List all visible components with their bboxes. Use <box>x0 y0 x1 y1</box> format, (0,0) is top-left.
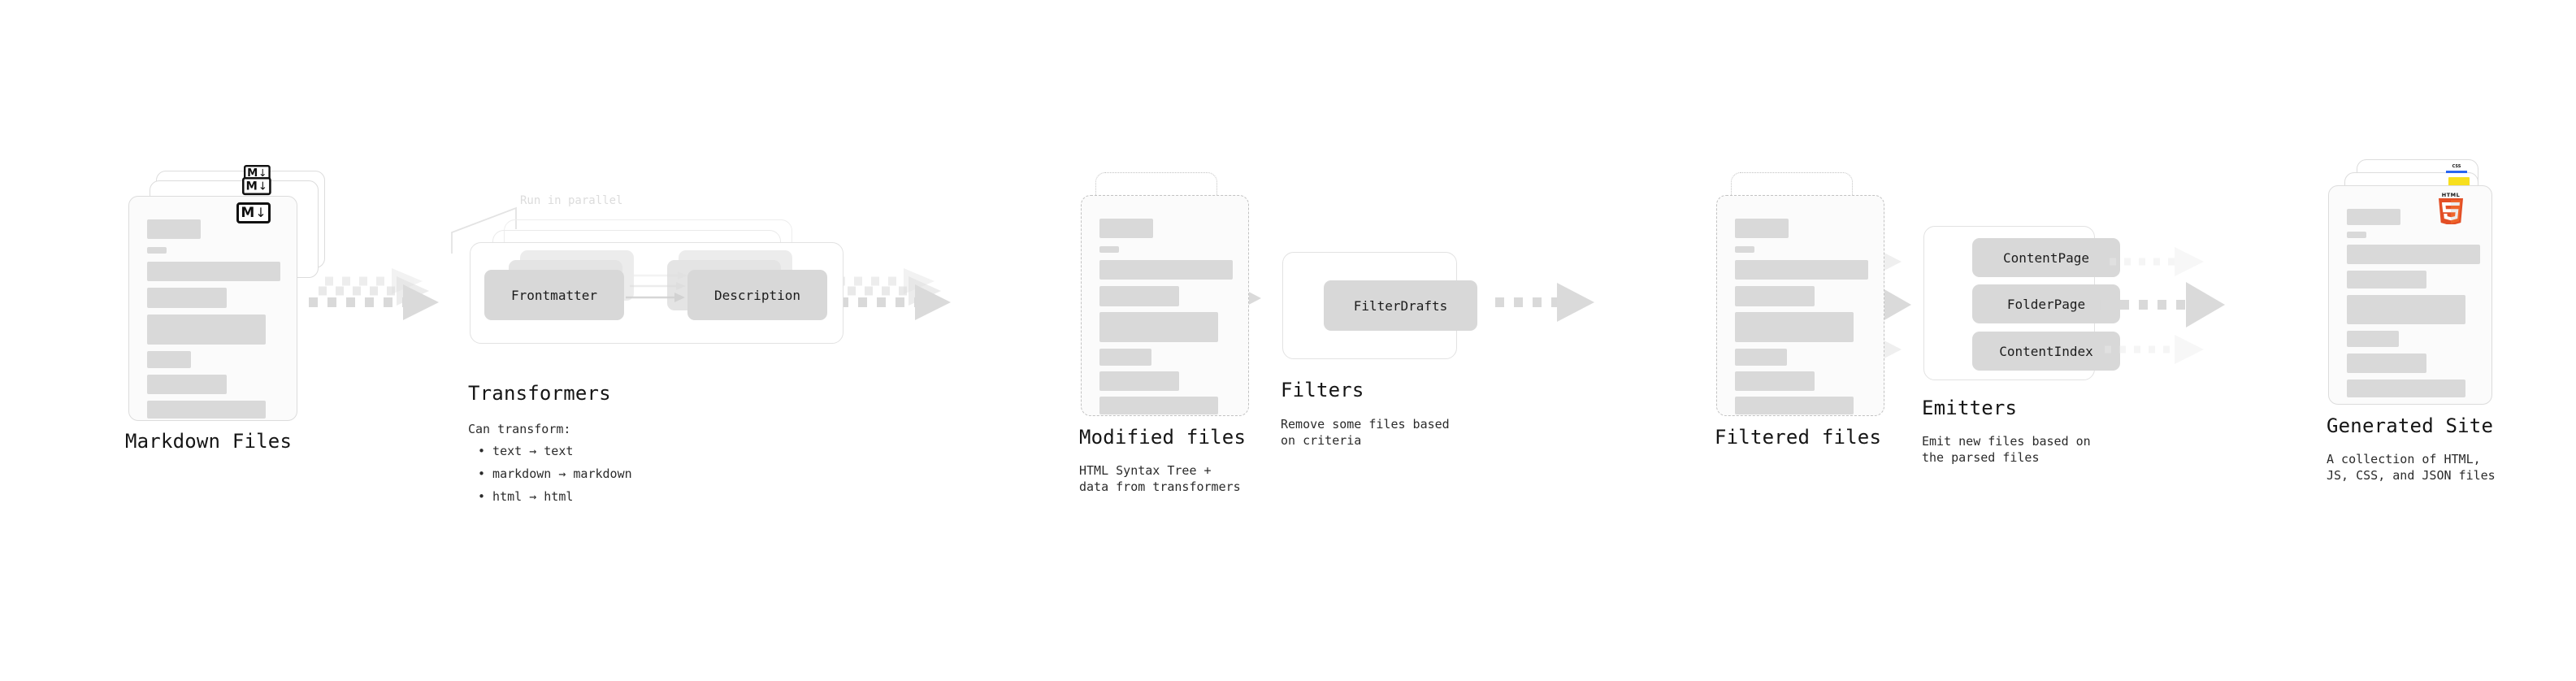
transformers-bullet-1: • markdown → markdown <box>478 466 632 481</box>
markdown-card-front <box>128 196 297 421</box>
markdown-icon: M ↓ <box>236 202 271 223</box>
skeleton-line <box>2347 354 2426 373</box>
skeleton-line <box>1735 397 1854 414</box>
transformer-node-description[interactable]: Description <box>687 270 827 320</box>
skeleton-line <box>2347 209 2400 225</box>
filter-node-filterdrafts[interactable]: FilterDrafts <box>1324 280 1477 331</box>
stage-modified-files: Modified files HTML Syntax Tree + data f… <box>926 0 1268 681</box>
skeleton-line <box>2347 295 2465 324</box>
skeleton-line <box>2347 232 2366 238</box>
skeleton-line <box>1099 286 1179 306</box>
skeleton-line <box>1099 371 1179 391</box>
transformer-node-description-label: Description <box>714 287 800 303</box>
html5-icon: HTML <box>2437 192 2465 224</box>
filters-title: Filters <box>1281 379 1364 401</box>
transformers-subtitle: Can transform: <box>468 422 571 436</box>
skeleton-line <box>147 314 266 345</box>
skeleton-line <box>1735 312 1854 342</box>
html5-shield-icon <box>2439 198 2463 224</box>
stage-markdown-files: M ↓ M ↓ M ↓ Markdown Files <box>0 0 325 681</box>
markdown-badge-arrow-icon: ↓ <box>258 167 267 180</box>
stage-filters: FilterDrafts Filters Remove some files b… <box>1251 0 1576 681</box>
emitter-node-contentindex[interactable]: ContentIndex <box>1972 332 2120 371</box>
skeleton-line <box>1099 219 1153 238</box>
modified-files-title: Modified files <box>1079 426 1247 449</box>
emitter-node-contentindex-label: ContentIndex <box>1999 343 2093 359</box>
skeleton-line <box>1735 371 1815 391</box>
generated-site-title: Generated Site <box>2327 414 2494 437</box>
skeleton-line <box>1099 260 1233 280</box>
site-card-front <box>2328 185 2492 405</box>
skeleton-line <box>1099 349 1151 366</box>
transformers-title: Transformers <box>468 382 611 405</box>
skeleton-line <box>2347 331 2399 347</box>
run-in-parallel-label: Run in parallel <box>520 194 623 207</box>
skeleton-line <box>1735 219 1789 238</box>
markdown-files-title: Markdown Files <box>125 430 293 453</box>
emitter-node-folderpage-label: FolderPage <box>2006 296 2086 312</box>
skeleton-line <box>1735 286 1815 306</box>
filtered-files-title: Filtered files <box>1715 426 1882 449</box>
skeleton-line <box>1735 246 1754 253</box>
stage-transformers: Run in parallel Frontmat <box>439 0 861 681</box>
css-icon: CSS <box>2446 164 2467 173</box>
skeleton-line <box>147 247 167 254</box>
skeleton-line <box>147 219 201 239</box>
skeleton-line <box>147 288 227 308</box>
skeleton-line <box>1099 246 1119 253</box>
generated-site-subtitle: A collection of HTML, JS, CSS, and JSON … <box>2327 452 2496 483</box>
skeleton-line <box>2347 380 2465 397</box>
markdown-badge-arrow-icon: ↓ <box>258 179 268 193</box>
emitter-node-contentpage-label: ContentPage <box>2003 249 2089 266</box>
skeleton-line <box>147 262 280 281</box>
skeleton-line <box>147 375 227 394</box>
skeleton-line <box>2347 245 2480 264</box>
skeleton-line <box>147 351 191 368</box>
modified-files-subtitle: HTML Syntax Tree + data from transformer… <box>1079 463 1241 494</box>
skeleton-line <box>1099 397 1218 414</box>
emitter-node-folderpage[interactable]: FolderPage <box>1972 284 2120 323</box>
emitters-title: Emitters <box>1922 397 2018 419</box>
skeleton-line <box>1735 260 1868 280</box>
html5-icon-label: HTML <box>2441 192 2461 198</box>
transformers-bullet-2: • html → html <box>478 489 574 504</box>
stage-emitters: ContentPage FolderPage ContentIndex Emit… <box>1885 0 2210 681</box>
markdown-badge-arrow-icon: ↓ <box>255 205 267 220</box>
markdown-badge-letter: M <box>245 179 258 193</box>
emitter-node-contentpage[interactable]: ContentPage <box>1972 238 2120 277</box>
transformers-bullet-0: • text → text <box>478 444 574 458</box>
markdown-badge-letter: M <box>241 204 255 221</box>
skeleton-line <box>1735 349 1787 366</box>
css-icon-label: CSS <box>2452 164 2461 169</box>
skeleton-line <box>147 401 266 419</box>
filter-node-filterdrafts-label: FilterDrafts <box>1353 297 1448 314</box>
skeleton-line <box>2347 271 2426 288</box>
markdown-badge-letter: M <box>247 166 258 180</box>
emitters-subtitle: Emit new files based on the parsed files <box>1922 434 2091 465</box>
stage-filtered-files: Filtered files <box>1560 0 1902 681</box>
transformer-node-frontmatter-label: Frontmatter <box>511 287 597 303</box>
markdown-badge-back-1: M ↓ <box>242 177 271 196</box>
modified-card-front <box>1081 195 1249 416</box>
filters-subtitle: Remove some files based on criteria <box>1281 417 1450 448</box>
transformer-node-frontmatter[interactable]: Frontmatter <box>484 270 624 320</box>
css-icon-bar <box>2446 171 2467 173</box>
filtered-card-front <box>1716 195 1884 416</box>
stage-generated-site: CSS HTML Generated Site <box>2194 0 2576 681</box>
skeleton-line <box>1099 312 1218 342</box>
